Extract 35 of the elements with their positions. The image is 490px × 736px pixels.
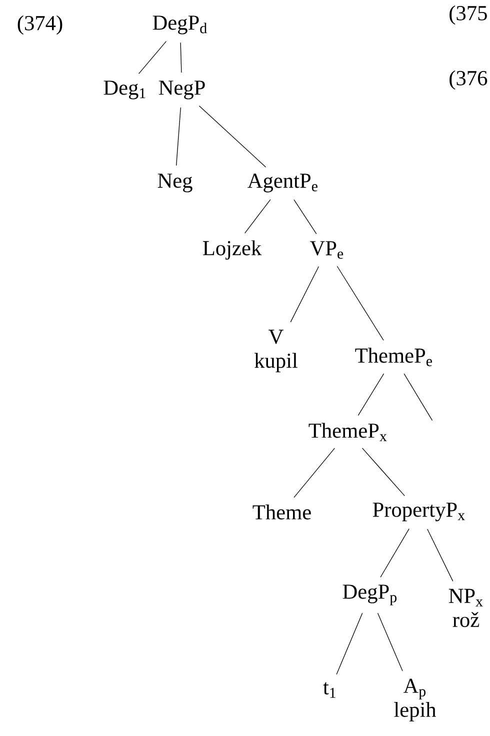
branch-line	[198, 106, 266, 168]
tree-label: NP$_{x}$ rož	[448, 588, 483, 628]
branch-line	[362, 448, 405, 496]
branch-line	[290, 266, 320, 322]
tree-label: PropertyP$_{x}$	[372, 502, 465, 522]
branch-line	[180, 42, 182, 73]
branch-line	[138, 40, 167, 74]
tree-label: A$_{p}$ lepih	[394, 678, 436, 722]
branch-line	[176, 107, 182, 166]
branch-line	[404, 373, 433, 421]
tree-label: AgentP$_{e}$	[248, 174, 318, 192]
branch-line	[358, 373, 384, 416]
branch-line	[336, 266, 384, 341]
example-number: (376	[450, 70, 488, 90]
tree-label: V kupil	[254, 330, 298, 372]
tree-label: Theme	[252, 504, 311, 520]
tree-label: VP$_{e}$	[310, 241, 344, 259]
branch-line	[244, 199, 271, 234]
example-number: (375	[450, 5, 487, 25]
tree-label: t$_{1}$	[323, 682, 336, 698]
branch-line	[336, 612, 363, 675]
tree-label: Lojzek	[203, 240, 262, 260]
tree-label: ThemeP$_{x}$	[308, 422, 387, 442]
branch-line	[294, 199, 317, 234]
tree-label: Deg$_{1}$	[104, 80, 146, 100]
branch-line	[377, 612, 403, 672]
example-number: (374)	[18, 15, 62, 35]
tree-label: NegP	[158, 80, 205, 100]
tree-label: Neg	[158, 174, 192, 192]
branch-line	[294, 448, 335, 498]
branch-line	[427, 528, 454, 582]
tree-label: ThemeP$_{e}$	[355, 348, 432, 366]
tree-label: DegP$_{p}$	[342, 584, 397, 606]
tree-label: DegP$_{d}$	[152, 16, 207, 34]
branch-line	[380, 528, 410, 578]
